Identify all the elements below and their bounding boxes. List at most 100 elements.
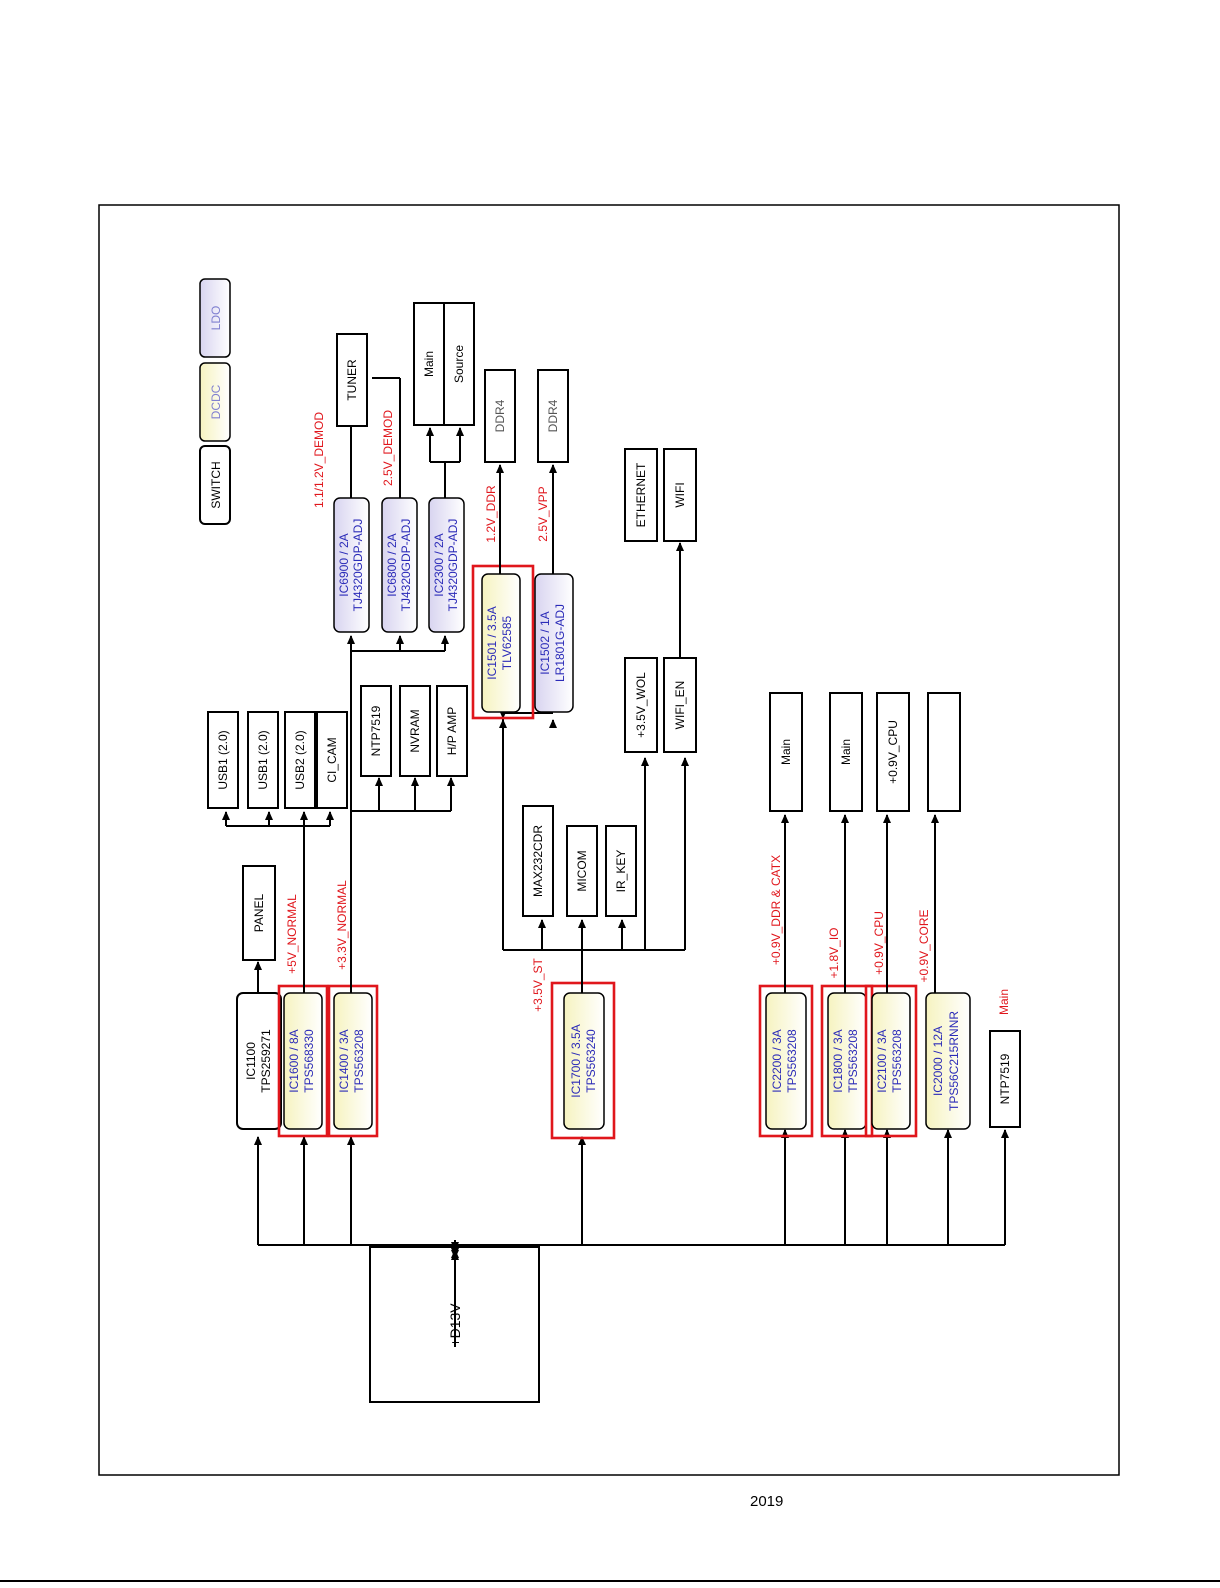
max232-label: MAX232CDR bbox=[531, 825, 545, 897]
ic1100-line1: IC1100 bbox=[244, 1042, 258, 1080]
ic1100-line2: TPS259271 bbox=[259, 1029, 273, 1093]
ic1400-line2: TPS563208 bbox=[352, 1029, 366, 1093]
rail-3v3-normal: +3.3V_NORMAL bbox=[335, 880, 349, 970]
ic6800-line1: IC6800 / 2A bbox=[385, 533, 399, 596]
legend-dcdc-box bbox=[199, 362, 231, 442]
ic2300-box bbox=[428, 497, 465, 633]
panel-label: PANEL bbox=[252, 893, 266, 932]
ir-key-box bbox=[605, 825, 637, 917]
rail-5v-normal: +5V_NORMAL bbox=[285, 894, 299, 974]
wifi-label: WIFI bbox=[673, 482, 687, 507]
rail-demod-11: 1.1/1.2V_DEMOD bbox=[312, 412, 326, 508]
ir-key-label: IR_KEY bbox=[614, 850, 628, 893]
ic1501-line2: TLV62585 bbox=[500, 615, 514, 670]
rail-demod-25: 2.5V_DEMOD bbox=[381, 410, 395, 486]
source-top-label: Source bbox=[452, 345, 466, 383]
bottom-rule bbox=[0, 1580, 1220, 1582]
cpu-load-box bbox=[876, 692, 910, 812]
ic6800-line2: TJ4320GDP-ADJ bbox=[399, 519, 413, 612]
usb2-label: USB2 (2.0) bbox=[293, 730, 307, 789]
ntp7519-load-box bbox=[360, 685, 392, 777]
ci-cam-label: CI_CAM bbox=[325, 737, 339, 782]
ic2300-line1: IC2300 / 2A bbox=[432, 533, 446, 596]
main-b-box bbox=[829, 692, 863, 812]
ic2100-line1: IC2100 / 3A bbox=[875, 1029, 889, 1092]
legend: SWITCH DCDC LDO bbox=[199, 278, 231, 525]
ic1700-line1: IC1700 / 3.5A bbox=[569, 1024, 583, 1097]
usb2-box bbox=[284, 711, 316, 809]
ddr4-b-box bbox=[537, 369, 569, 463]
ic1502-line1: IC1502 / 1A bbox=[538, 611, 552, 674]
ddr4-a-label: DDR4 bbox=[493, 399, 507, 432]
main-a-box bbox=[769, 692, 803, 812]
wifi-en-box bbox=[663, 657, 697, 753]
ic2100-line2: TPS563208 bbox=[890, 1029, 904, 1093]
ic2200-line1: IC2200 / 3A bbox=[770, 1029, 784, 1092]
ic1502-line2: LR1801G-ADJ bbox=[553, 604, 567, 682]
ic1501-highlight bbox=[471, 564, 535, 720]
wifi-en-label: WIFI_EN bbox=[673, 681, 687, 730]
footer-year: 2019 bbox=[750, 1493, 784, 1510]
rail-3v5-st: +3.5V_ST bbox=[531, 957, 545, 1011]
wol-box bbox=[624, 657, 658, 753]
tuner-box bbox=[336, 333, 368, 427]
legend-switch-label: SWITCH bbox=[209, 461, 223, 508]
ic1700-box bbox=[563, 992, 605, 1130]
ic1400-box bbox=[333, 992, 373, 1130]
ic1600-line1: IC1600 / 8A bbox=[287, 1029, 301, 1092]
rail-09v-core: +0.9V_CORE bbox=[917, 909, 931, 982]
tuner-label: TUNER bbox=[345, 359, 359, 401]
ic2000-line2: TPS56C215RNNR bbox=[947, 1011, 961, 1111]
ic1400-highlight bbox=[327, 984, 379, 1138]
micom-box bbox=[566, 825, 598, 917]
usb1a-box bbox=[207, 711, 239, 809]
empty-load-box bbox=[927, 692, 961, 812]
source-top-box bbox=[443, 302, 475, 426]
ic2000-line1: IC2000 / 12A bbox=[931, 1026, 945, 1096]
rail-main-note: Main bbox=[997, 989, 1011, 1015]
ic2100-highlight bbox=[864, 984, 918, 1138]
ic1800-line1: IC1800 / 3A bbox=[831, 1029, 845, 1092]
rail-18v-io: +1.8V_IO bbox=[827, 927, 841, 978]
ic2200-line2: TPS563208 bbox=[785, 1029, 799, 1093]
cpu-load-label: +0.9V_CPU bbox=[886, 720, 900, 784]
ic6900-line2: TJ4320GDP-ADJ bbox=[351, 519, 365, 612]
ic2100-box bbox=[871, 992, 911, 1130]
usb1b-label: USB1 (2.0) bbox=[256, 730, 270, 789]
nvram-label: NVRAM bbox=[408, 709, 422, 752]
rail-09v-cpu: +0.9V_CPU bbox=[872, 911, 886, 975]
ic1501-line1: IC1501 / 3.5A bbox=[485, 606, 499, 679]
ic6900-line1: IC6900 / 2A bbox=[337, 533, 351, 596]
usb1a-label: USB1 (2.0) bbox=[216, 730, 230, 789]
ic1700-line2: TPS563240 bbox=[584, 1029, 598, 1093]
hp-amp-label: H/P AMP bbox=[445, 707, 459, 755]
ddr4-a-box bbox=[484, 369, 516, 463]
ic1600-line2: TPS568330 bbox=[302, 1029, 316, 1093]
legend-ldo-label: LDO bbox=[209, 306, 223, 331]
ethernet-box bbox=[624, 448, 658, 542]
ntp7519-reg-label: NTP7519 bbox=[998, 1053, 1012, 1104]
main-b-label: Main bbox=[839, 739, 853, 765]
ic1400-line1: IC1400 / 3A bbox=[337, 1029, 351, 1092]
ntp7519-load-label: NTP7519 bbox=[369, 705, 383, 756]
ci-cam-box bbox=[316, 711, 348, 809]
ntp7519-reg-box bbox=[989, 1030, 1021, 1128]
max232-box bbox=[522, 805, 554, 917]
ic2300-line2: TJ4320GDP-ADJ bbox=[446, 519, 460, 612]
wol-label: +3.5V_WOL bbox=[634, 672, 648, 738]
rail-09v-ddr-catx: +0.9V_DDR & CATX bbox=[769, 855, 783, 965]
ethernet-label: ETHERNET bbox=[634, 462, 648, 527]
nvram-box bbox=[399, 685, 431, 777]
legend-ldo-box bbox=[199, 278, 231, 358]
micom-label: MICOM bbox=[575, 850, 589, 891]
rail-vpp-25: 2.5V_VPP bbox=[536, 486, 550, 541]
bus-drops bbox=[254, 1129, 1009, 1245]
wifi-box bbox=[663, 448, 697, 542]
hp-amp-box bbox=[436, 685, 468, 777]
main-top-label: Main bbox=[422, 351, 436, 377]
legend-switch-box bbox=[199, 445, 231, 525]
legend-dcdc-label: DCDC bbox=[209, 384, 223, 419]
panel-box bbox=[242, 865, 276, 961]
usb1b-box bbox=[247, 711, 279, 809]
